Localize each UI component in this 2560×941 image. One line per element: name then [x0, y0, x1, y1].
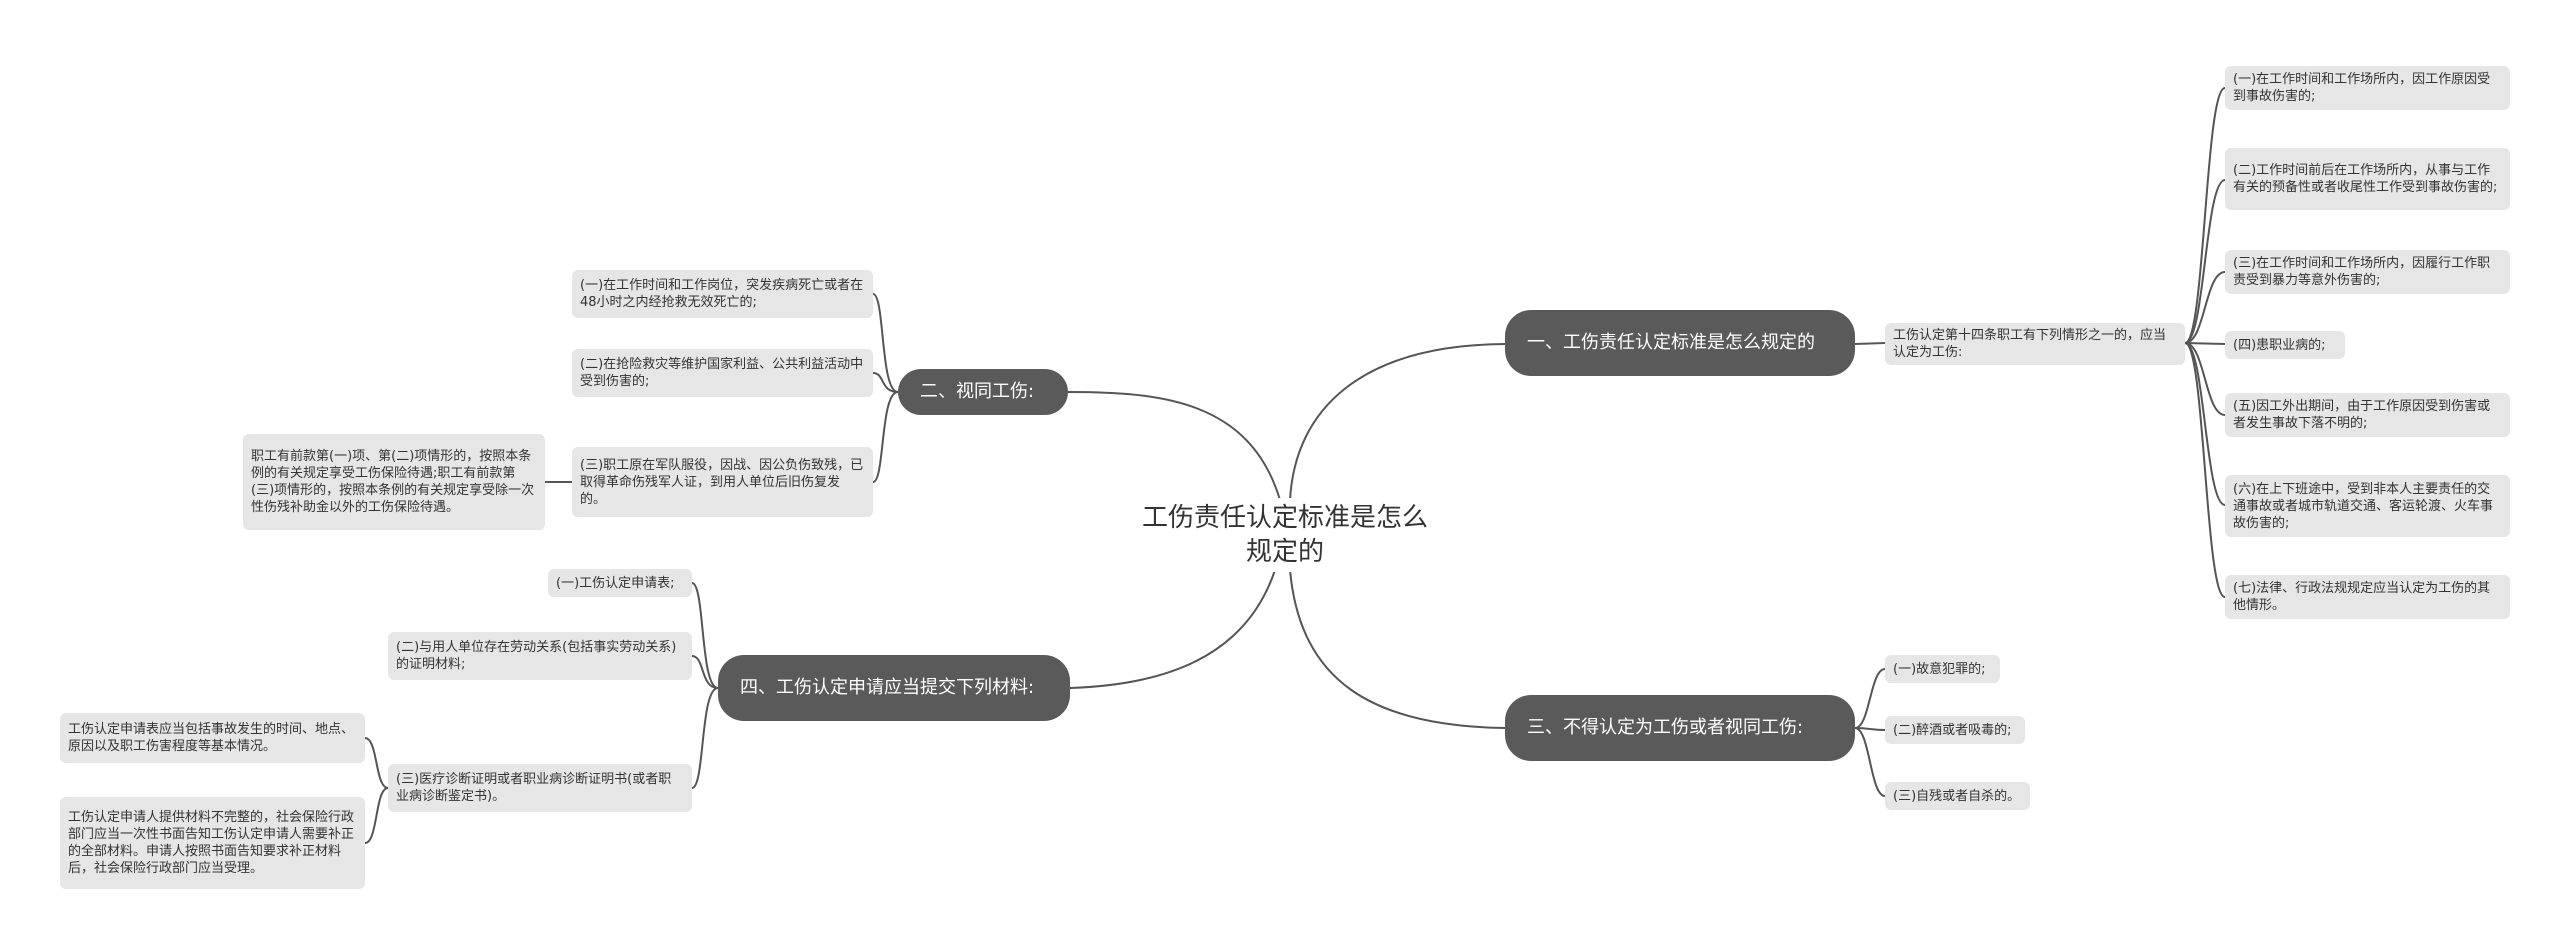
edge-root-b4 — [1069, 569, 1276, 689]
b4-item-2[interactable]: (二)与用人单位存在劳动关系(包括事实劳动关系)的证明材料; — [388, 632, 692, 680]
b3-item-1[interactable]: (一)故意犯罪的; — [1885, 655, 2000, 683]
edge-root-b1 — [1289, 343, 1506, 501]
branch-3[interactable]: 三、不得认定为工伤或者视同工伤: — [1505, 695, 1855, 761]
edge-root-b3 — [1289, 569, 1506, 729]
branch-1[interactable]: 一、工伤责任认定标准是怎么规定的 — [1505, 310, 1855, 376]
b1-item-5[interactable]: (五)因工外出期间，由于工作原因受到伤害或者发生事故下落不明的; — [2225, 393, 2510, 437]
edge-b4-i2 — [691, 655, 719, 689]
b2-note[interactable]: 职工有前款第(一)项、第(二)项情形的，按照本条例的有关规定享受工伤保险待遇;职… — [243, 434, 545, 530]
b2-item-3[interactable]: (三)职工原在军队服役，因战、因公负伤致残，已取得革命伤残军人证，到用人单位后旧… — [572, 447, 873, 517]
b2-item-2[interactable]: (二)在抢险救灾等维护国家利益、公共利益活动中受到伤害的; — [572, 349, 873, 397]
edge-b3-i3 — [1854, 727, 1886, 797]
b4-item-1[interactable]: (一)工伤认定申请表; — [548, 569, 692, 597]
b1-item-4[interactable]: (四)患职业病的; — [2225, 331, 2345, 359]
branch-4[interactable]: 四、工伤认定申请应当提交下列材料: — [718, 655, 1070, 721]
edge-b4i3-n1 — [364, 737, 389, 789]
b4-note-1[interactable]: 工伤认定申请表应当包括事故发生的时间、地点、原因以及职工伤害程度等基本情况。 — [60, 713, 365, 763]
b4-item-3[interactable]: (三)医疗诊断证明或者职业病诊断证明书(或者职业病诊断鉴定书)。 — [388, 764, 692, 812]
b2-item-1[interactable]: (一)在工作时间和工作岗位，突发疾病死亡或者在48小时之内经抢救无效死亡的; — [572, 270, 873, 318]
edge-b1-intro — [1854, 342, 1886, 345]
edge-b4i3-n2 — [364, 787, 389, 844]
edge-intro-i7 — [2184, 342, 2226, 598]
edge-b2-i2 — [872, 372, 899, 393]
edge-b2-i1 — [872, 293, 899, 393]
edge-b4-i1 — [691, 582, 719, 689]
b3-item-3[interactable]: (三)自残或者自杀的。 — [1885, 782, 2030, 810]
b1-item-2[interactable]: (二)工作时间前后在工作场所内，从事与工作有关的预备性或者收尾性工作受到事故伤害… — [2225, 148, 2510, 210]
b3-item-2[interactable]: (二)醉酒或者吸毒的; — [1885, 716, 2025, 744]
b1-intro[interactable]: 工伤认定第十四条职工有下列情形之一的，应当认定为工伤: — [1885, 323, 2185, 365]
edge-intro-i6 — [2184, 342, 2226, 506]
edge-intro-i1 — [2184, 87, 2226, 344]
branch-2-label: 二、视同工伤: — [920, 381, 1035, 402]
edge-b2-i3 — [872, 391, 899, 483]
branch-4-label: 四、工伤认定申请应当提交下列材料: — [740, 677, 1035, 698]
edge-intro-i2 — [2184, 179, 2226, 344]
branch-2[interactable]: 二、视同工伤: — [898, 369, 1068, 415]
branch-1-label: 一、工伤责任认定标准是怎么规定的 — [1527, 332, 1815, 353]
b1-item-7[interactable]: (七)法律、行政法规规定应当认定为工伤的其他情形。 — [2225, 575, 2510, 619]
root-topic-label: 工伤责任认定标准是怎么规定的 — [1141, 503, 1428, 567]
b1-item-1[interactable]: (一)在工作时间和工作场所内，因工作原因受到事故伤害的; — [2225, 66, 2510, 110]
b4-note-2[interactable]: 工伤认定申请人提供材料不完整的，社会保险行政部门应当一次性书面告知工伤认定申请人… — [60, 797, 365, 889]
b1-item-6[interactable]: (六)在上下班途中，受到非本人主要责任的交通事故或者城市轨道交通、客运轮渡、火车… — [2225, 475, 2510, 537]
edge-b3-i1 — [1854, 668, 1886, 729]
edge-intro-i4 — [2184, 342, 2226, 345]
edge-intro-i5 — [2184, 342, 2226, 416]
b1-item-3[interactable]: (三)在工作时间和工作场所内，因履行工作职责受到暴力等意外伤害的; — [2225, 250, 2510, 294]
edge-root-b2 — [1067, 391, 1281, 501]
branch-3-label: 三、不得认定为工伤或者视同工伤: — [1527, 717, 1804, 738]
edge-b4-i3 — [691, 687, 719, 789]
root-topic[interactable]: 工伤责任认定标准是怎么规定的 — [1140, 498, 1430, 572]
edge-intro-i3 — [2184, 271, 2226, 344]
